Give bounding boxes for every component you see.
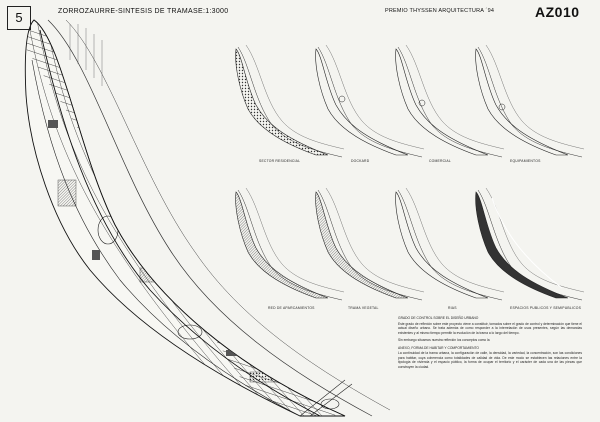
diagram-grid — [235, 44, 585, 301]
street-line — [149, 238, 241, 270]
bank-dock-lines — [69, 24, 103, 86]
street-line — [177, 281, 269, 313]
diagram-caption: COMERCIAL — [429, 159, 451, 163]
street-line — [36, 20, 260, 416]
park-block — [139, 267, 163, 283]
diagram-caption: RIAS — [448, 306, 457, 310]
diagram — [475, 44, 585, 158]
text-heading: GRADO DE CONTROL SOBRE EL DISEÑO URBANO — [398, 316, 479, 320]
river-bank-line — [65, 19, 391, 411]
street-line — [121, 195, 213, 227]
diagram — [235, 44, 345, 158]
street-line — [88, 144, 179, 175]
report-text: GRADO DE CONTROL SOBRE EL DISEÑO URBANO … — [398, 316, 582, 372]
diagram-caption: ESPACIOS PUBLICOS Y SEMIPUBLICOS — [510, 306, 582, 310]
diagram — [235, 187, 345, 301]
street-line — [138, 221, 229, 253]
street-line — [183, 290, 274, 321]
diagram — [395, 44, 505, 158]
diagram — [315, 187, 425, 301]
street-line — [127, 204, 218, 235]
diagram-caption: EQUIPAMIENTOS — [510, 159, 541, 163]
street-line — [250, 393, 341, 416]
diagram — [315, 44, 425, 158]
competition-label: PREMIO THYSSEN ARQUITECTURA ´94 — [385, 8, 495, 14]
street-line — [77, 126, 168, 158]
diagram — [475, 187, 585, 301]
street-line — [172, 273, 263, 304]
building — [48, 120, 58, 128]
park-block — [57, 179, 77, 207]
diagram-caption: RED DE APARCAMIENTOS — [268, 306, 315, 310]
text-paragraph: La continuidad de la trama urbana, la co… — [398, 351, 582, 369]
sheet-number: 5 — [7, 6, 31, 30]
diagram-caption: SECTOR RESIDENCIAL — [259, 159, 301, 163]
park-block — [249, 371, 277, 383]
building — [92, 250, 100, 260]
text-heading: ANEXO, FORMA DE HABITAR Y COMPORTAMIENTO — [398, 345, 479, 350]
street-line — [82, 135, 173, 167]
text-paragraph: Sin embargo situamos nuestra reflexión l… — [398, 338, 490, 342]
entry-code: AZ010 — [535, 4, 580, 20]
text-paragraph: Este grado de reflexión sobre este proye… — [398, 321, 582, 335]
roundabout — [320, 398, 340, 410]
sheet-scale: E:1:3000 — [198, 8, 229, 15]
street-line — [116, 187, 207, 218]
street-line — [93, 152, 185, 184]
diagram — [395, 187, 505, 301]
building — [226, 350, 238, 356]
street-line — [144, 230, 235, 261]
site-plan — [24, 19, 391, 417]
street-line — [99, 161, 190, 192]
bridge — [299, 379, 353, 417]
island-outline — [24, 19, 346, 417]
street-line — [161, 255, 252, 287]
plaza — [177, 324, 203, 340]
street-line — [71, 118, 162, 149]
street-line — [155, 247, 246, 278]
secondary-avenue — [31, 59, 301, 416]
diagram-caption: TRAMA VEGETAL — [348, 306, 379, 310]
street-line — [133, 212, 224, 244]
river-bank-line — [47, 19, 373, 417]
street-line — [166, 264, 257, 296]
street-line — [27, 20, 251, 416]
diagram-caption: DOCKARD — [351, 159, 370, 163]
sheet-title: ZORROZAURRE-SINTESIS DE TRAMAS — [58, 8, 198, 15]
street-line — [189, 298, 280, 330]
street-line — [110, 178, 201, 210]
